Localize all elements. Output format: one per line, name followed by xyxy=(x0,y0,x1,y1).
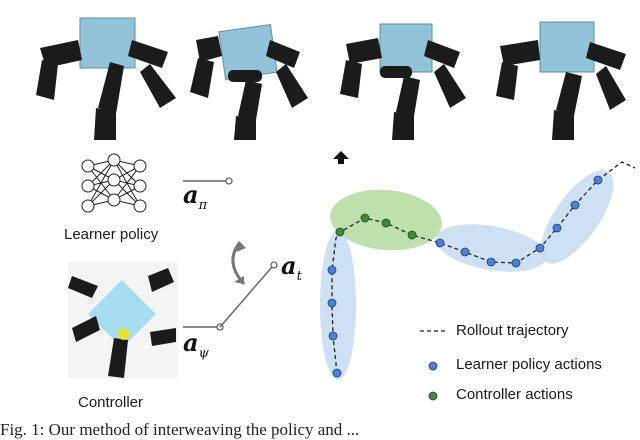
robot-frame-1 xyxy=(36,17,176,140)
learner-points xyxy=(327,175,603,378)
figure-caption: Fig. 1: Our method of interweaving the p… xyxy=(0,420,360,439)
blue-region-middle xyxy=(435,224,547,272)
switch-line xyxy=(219,266,273,328)
robot-frame-3 xyxy=(340,23,466,140)
robot-frame-2 xyxy=(190,24,308,140)
neural-network-icon xyxy=(81,153,147,213)
blue-region-vertical xyxy=(320,230,356,380)
learner-policy-label: Learner policy xyxy=(64,226,159,243)
legend-trajectory-label: Rollout trajectory xyxy=(456,322,569,339)
robot-frame-4 xyxy=(496,21,626,140)
a-pi-label: aπ xyxy=(183,180,208,213)
legend-learner-label: Learner policy actions xyxy=(456,356,602,373)
controller-label: Controller xyxy=(78,394,144,411)
a-t-label: at xyxy=(281,251,302,284)
a-psi-label: aψ xyxy=(183,328,209,361)
blue-region-right xyxy=(540,170,614,264)
legend-controller-swatch xyxy=(428,391,438,401)
legend-controller-label: Controller actions xyxy=(456,386,573,403)
hand-controller-icon xyxy=(68,262,178,378)
legend-learner-swatch xyxy=(428,361,438,371)
controller-points xyxy=(335,213,417,240)
up-arrow-icon xyxy=(333,151,349,164)
